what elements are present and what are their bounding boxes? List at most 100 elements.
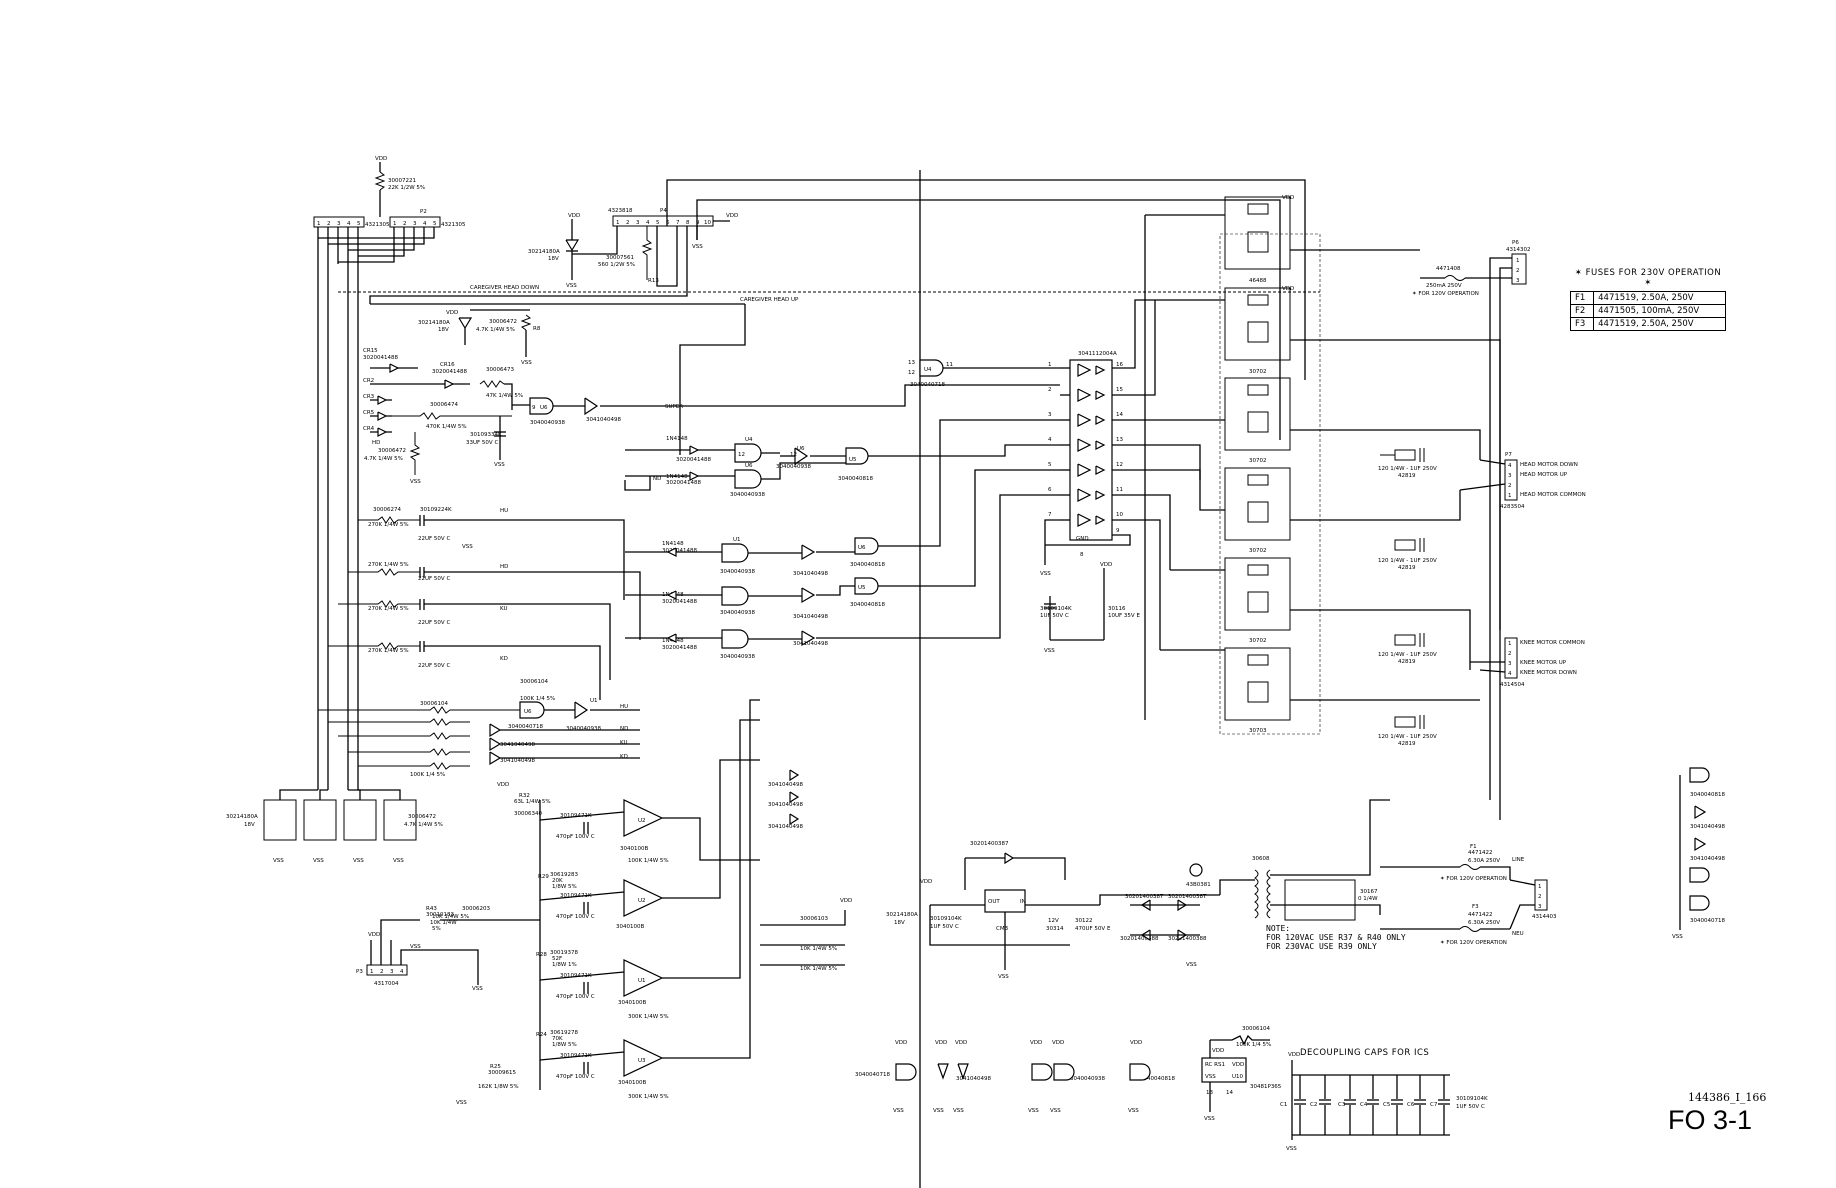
connector-p6: P6 4314302 1 2 3 4471408 250mA 250V ✶ FO…: [1412, 240, 1531, 820]
zener-row: 30214180A 18V 30006472 4.7K 1/4W 5% VSS …: [226, 789, 443, 864]
svg-text:4317004: 4317004: [374, 981, 399, 987]
svg-text:63L 1/4W 5%: 63L 1/4W 5%: [514, 799, 551, 805]
fuse-spec: 4471519, 2.50A, 250V: [1593, 291, 1726, 305]
svg-text:VSS: VSS: [893, 1108, 904, 1114]
svg-text:3041040498: 3041040498: [768, 782, 803, 788]
svg-text:VSS: VSS: [1028, 1108, 1039, 1114]
svg-text:120 1/4W - 1UF 250V: 120 1/4W - 1UF 250V: [1378, 734, 1437, 740]
svg-text:4.7K 1/4W 5%: 4.7K 1/4W 5%: [476, 327, 515, 333]
svg-text:30006472: 30006472: [489, 319, 517, 325]
svg-text:2: 2: [1516, 268, 1520, 274]
svg-text:VSS: VSS: [472, 986, 483, 992]
svg-text:1: 1: [393, 221, 397, 227]
svg-text:2: 2: [1508, 651, 1512, 657]
svg-text:9: 9: [532, 405, 536, 411]
svg-text:P2: P2: [420, 209, 427, 215]
svg-text:1/8W 5%: 1/8W 5%: [552, 884, 577, 890]
svg-text:3041112004A: 3041112004A: [1078, 351, 1117, 357]
svg-text:4: 4: [347, 221, 351, 227]
svg-text:HD: HD: [500, 564, 508, 570]
svg-text:42819: 42819: [1398, 473, 1416, 479]
svg-text:3040040938: 3040040938: [720, 610, 755, 616]
vdd-top-resistor: VDD 30007221 22K 1/2W 5%: [374, 156, 425, 217]
voltage-note: NOTE: FOR 120VAC USE R37 & R40 ONLY FOR …: [1266, 924, 1406, 951]
svg-text:12: 12: [1116, 462, 1123, 468]
svg-text:30006104: 30006104: [420, 701, 448, 707]
svg-text:470pF 100V C: 470pF 100V C: [556, 1074, 595, 1080]
svg-text:560 1/2W 5%: 560 1/2W 5%: [598, 262, 635, 268]
svg-text:22UF 50V C: 22UF 50V C: [418, 576, 450, 582]
svg-text:1N4148: 1N4148: [662, 541, 684, 547]
svg-text:2: 2: [1048, 387, 1052, 393]
svg-text:30006474: 30006474: [430, 402, 458, 408]
svg-text:KNEE MOTOR COMMON: KNEE MOTOR COMMON: [1520, 640, 1585, 646]
svg-text:KD: KD: [500, 656, 508, 662]
svg-text:120 1/4W - 1UF 250V: 120 1/4W - 1UF 250V: [1378, 652, 1437, 658]
svg-text:VDD: VDD: [1130, 1040, 1142, 1046]
svg-text:7: 7: [676, 220, 680, 226]
svg-text:2: 2: [626, 220, 630, 226]
svg-text:2: 2: [380, 969, 384, 975]
svg-text:6.30A 250V: 6.30A 250V: [1468, 920, 1500, 926]
connector-p2: 1 2 3 4 5 1 2 3 4 5 P2 4321305 4321305: [313, 209, 466, 790]
svg-text:U6: U6: [540, 405, 548, 411]
upper-bus: [666, 170, 1306, 1188]
svg-text:4314504: 4314504: [1500, 682, 1525, 688]
svg-text:4.7K 1/4W 5%: 4.7K 1/4W 5%: [364, 456, 403, 462]
svg-text:30702: 30702: [1249, 369, 1267, 375]
svg-text:5: 5: [433, 221, 437, 227]
svg-text:15: 15: [1116, 387, 1123, 393]
svg-text:✶ FOR 120V OPERATION: ✶ FOR 120V OPERATION: [1440, 939, 1507, 946]
svg-text:KU: KU: [620, 740, 628, 746]
table-row: F1 4471519, 2.50A, 250V: [1569, 291, 1726, 305]
svg-text:3: 3: [413, 221, 417, 227]
svg-text:22UF 50V C: 22UF 50V C: [418, 663, 450, 669]
svg-text:120 1/4W - 1UF 250V: 120 1/4W - 1UF 250V: [1378, 558, 1437, 564]
svg-text:30201400387: 30201400387: [970, 841, 1009, 847]
svg-text:18V: 18V: [894, 920, 905, 926]
svg-text:VDD: VDD: [375, 156, 387, 162]
svg-text:3: 3: [337, 221, 341, 227]
svg-text:GND: GND: [1076, 536, 1089, 542]
svg-text:30109104K: 30109104K: [1040, 606, 1072, 612]
svg-text:CR2: CR2: [363, 378, 374, 384]
svg-text:RC RS1: RC RS1: [1205, 1062, 1225, 1068]
svg-text:VSS: VSS: [410, 479, 421, 485]
svg-text:VDD: VDD: [1100, 562, 1112, 568]
svg-text:VDD: VDD: [1282, 286, 1294, 292]
svg-text:270K 1/4W 5%: 270K 1/4W 5%: [368, 562, 409, 568]
svg-text:VSS: VSS: [1205, 1074, 1216, 1080]
svg-text:VSS: VSS: [1040, 571, 1051, 577]
document-id: 144386_I_166: [1688, 1091, 1767, 1104]
svg-text:3: 3: [1516, 278, 1520, 284]
svg-text:1: 1: [370, 969, 374, 975]
svg-text:4471422: 4471422: [1468, 850, 1493, 856]
svg-text:4283504: 4283504: [1500, 504, 1525, 510]
decoupling-title: DECOUPLING CAPS FOR ICS: [1300, 1048, 1430, 1058]
svg-text:U10: U10: [1232, 1074, 1244, 1080]
svg-text:6: 6: [666, 220, 670, 226]
svg-text:3041040498: 3041040498: [500, 758, 535, 764]
svg-text:3020041488: 3020041488: [666, 480, 701, 486]
svg-text:470UF 50V E: 470UF 50V E: [1075, 926, 1111, 932]
svg-text:3040100B: 3040100B: [620, 846, 648, 852]
svg-text:3040040938: 3040040938: [720, 654, 755, 660]
svg-text:VSS: VSS: [313, 858, 324, 864]
svg-text:SUPER: SUPER: [665, 404, 683, 410]
svg-text:VDD: VDD: [568, 213, 580, 219]
svg-text:5: 5: [357, 221, 361, 227]
svg-text:VSS: VSS: [273, 858, 284, 864]
svg-text:30116: 30116: [1108, 606, 1126, 612]
relay-5: 30702: [1224, 557, 1291, 644]
svg-text:VSS: VSS: [953, 1108, 964, 1114]
svg-text:CR15: CR15: [363, 348, 378, 354]
svg-text:VDD: VDD: [1288, 1052, 1300, 1058]
svg-text:10K 1/4W 5%: 10K 1/4W 5%: [800, 946, 837, 952]
svg-text:3040100B: 3040100B: [618, 1000, 646, 1006]
spare-gates: 3040040818 3041040498 3041040498 3040040…: [1672, 767, 1725, 940]
svg-text:4: 4: [646, 220, 650, 226]
svg-text:VDD: VDD: [1030, 1040, 1042, 1046]
svg-text:30010183: 30010183: [426, 912, 454, 918]
svg-text:22UF 50V C: 22UF 50V C: [418, 620, 450, 626]
svg-text:R28: R28: [536, 952, 547, 958]
